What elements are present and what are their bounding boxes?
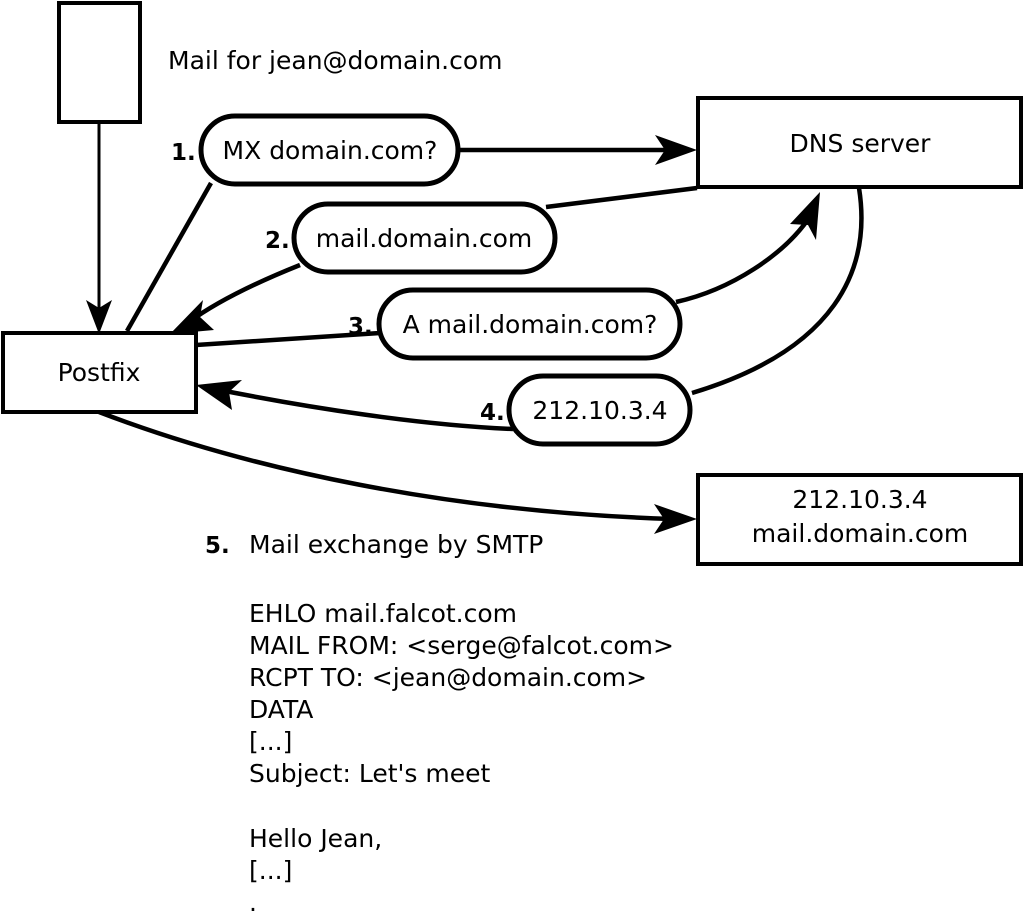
step-2-number: 2. [265, 228, 290, 254]
transcript-line: DATA [249, 695, 313, 724]
connector-step-5 [98, 409, 697, 534]
step-2-bubble[interactable]: mail.domain.com [291, 201, 558, 275]
connector-step-4 [196, 187, 864, 432]
transcript-line: EHLO mail.falcot.com [249, 599, 517, 628]
step-3-bubble[interactable]: A mail.domain.com? [376, 287, 683, 361]
node-target-server[interactable]: 212.10.3.4 mail.domain.com [696, 473, 1023, 566]
transcript-line: MAIL FROM: <serge@falcot.com> [249, 631, 674, 660]
step-4-number: 4. [480, 400, 505, 426]
step-1-label: MX domain.com? [223, 136, 438, 165]
connector-step-2 [170, 185, 698, 334]
transcript-line: RCPT TO: <jean@domain.com> [249, 663, 647, 692]
node-dns-server-label: DNS server [790, 129, 932, 158]
node-sender-client[interactable] [57, 1, 142, 124]
step-1-number: 1. [171, 140, 196, 166]
connector-step-3 [195, 192, 820, 348]
step-5-label: Mail exchange by SMTP [249, 530, 543, 559]
step-5-number: 5. [205, 533, 230, 559]
connector-client-to-postfix [86, 122, 112, 334]
transcript-line: [...] [249, 856, 292, 885]
step-3-number: 3. [348, 314, 373, 340]
diagram-title: Mail for jean@domain.com [168, 46, 503, 75]
step-4-label: 212.10.3.4 [532, 396, 667, 425]
step-3-label: A mail.domain.com? [403, 310, 658, 339]
step-2-label: mail.domain.com [316, 224, 532, 253]
node-dns-server[interactable]: DNS server [696, 96, 1023, 189]
step-1-bubble[interactable]: MX domain.com? [198, 113, 461, 187]
transcript-line: Hello Jean, [249, 824, 382, 853]
connector-step-1 [125, 135, 697, 333]
node-postfix[interactable]: Postfix [1, 331, 198, 414]
transcript-line: [...] [249, 727, 292, 756]
node-target-server-ip: 212.10.3.4 [792, 485, 927, 514]
node-target-server-hostname: mail.domain.com [752, 519, 968, 548]
transcript-line: Subject: Let's meet [249, 759, 490, 788]
step-4-bubble[interactable]: 212.10.3.4 [506, 373, 693, 447]
node-postfix-label: Postfix [58, 358, 141, 387]
transcript-line: . [249, 888, 257, 917]
